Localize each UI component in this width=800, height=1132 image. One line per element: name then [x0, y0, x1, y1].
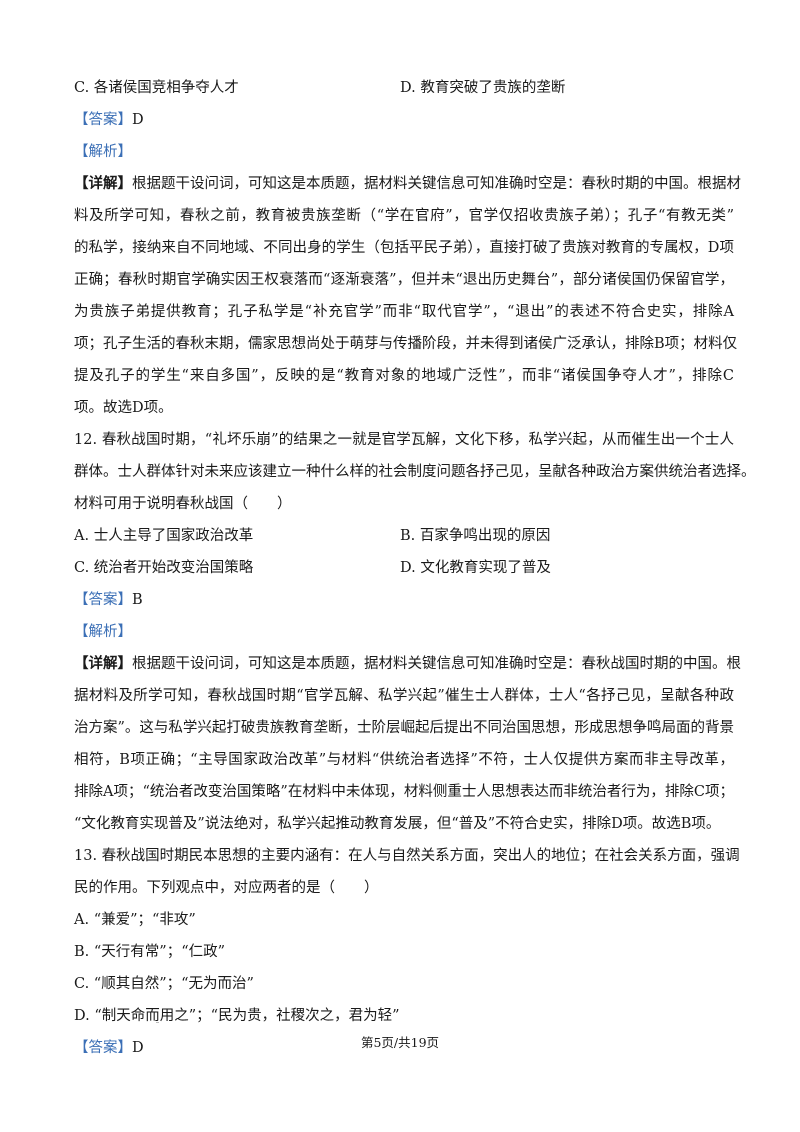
q13-option-c: C. “顺其自然”；“无为而治”	[74, 976, 254, 992]
q13-option-a: A. “兼爱”；“非攻”	[74, 912, 196, 928]
detail-line: 【详解】根据题干设问词，可知这是本质题，据材料关键信息可知准确时空是：春秋时期的…	[74, 175, 741, 192]
detail-line: 的私学，接纳来自不同地域、不同出身的学生（包括平民子弟），直接打破了贵族对教育的…	[74, 240, 734, 256]
q11-options-cd: C. 各诸侯国竞相争夺人才 D. 教育突破了贵族的垄断	[74, 72, 734, 104]
detail-tag: 【详解】	[74, 655, 132, 672]
q11-analysis: 【解析】	[74, 136, 734, 168]
q12-stem: 12. 春秋战国时期，“礼坏乐崩”的结果之一就是官学瓦解，文化下移，私学兴起，从…	[74, 424, 756, 520]
q12-detail: 【详解】根据题干设问词，可知这是本质题，据材料关键信息可知准确时空是：春秋战国时…	[74, 648, 741, 840]
q13-option-d: D. “制天命而用之”；“民为贵，社稷次之，君为轻”	[74, 1008, 400, 1024]
q13-option-b: B. “天行有常”；“仁政”	[74, 944, 226, 960]
q12-answer: 【答案】B	[74, 584, 734, 616]
analysis-tag: 【解析】	[74, 144, 132, 160]
answer-tag: 【答案】	[74, 1040, 132, 1056]
detail-line: 据材料及所学可知，春秋战国时期“官学瓦解、私学兴起”催生士人群体，士人“各抒己见…	[74, 688, 734, 704]
analysis-tag: 【解析】	[74, 624, 132, 640]
q11-option-d: D. 教育突破了贵族的垄断	[400, 80, 566, 96]
detail-line: 项。故选D项。	[74, 400, 173, 416]
stem-line: 民的作用。下列观点中，对应两者的是（ ）	[74, 880, 379, 896]
detail-line: 项；孔子生活的春秋末期，儒家思想尚处于萌芽与传播阶段，并未得到诸侯广泛承认，排除…	[74, 336, 738, 352]
detail-line: 为贵族子弟提供教育；孔子私学是“补充官学”而非“取代官学”，“退出”的表述不符合…	[74, 304, 734, 320]
q11-detail: 【详解】根据题干设问词，可知这是本质题，据材料关键信息可知准确时空是：春秋时期的…	[74, 168, 741, 424]
stem-line: 12. 春秋战国时期，“礼坏乐崩”的结果之一就是官学瓦解，文化下移，私学兴起，从…	[74, 432, 734, 448]
q13-answer: 【答案】D	[74, 1032, 734, 1064]
q11-option-c: C. 各诸侯国竞相争夺人才	[74, 80, 239, 96]
q12-option-b: B. 百家争鸣出现的原因	[400, 528, 551, 544]
q12-option-d: D. 文化教育实现了普及	[400, 560, 551, 576]
answer-value: D	[132, 112, 144, 128]
detail-line: 相符，B项正确；“主导国家政治改革”与材料“供统治者选择”不符，士人仅提供方案而…	[74, 752, 734, 768]
answer-value: B	[132, 592, 143, 608]
detail-line: 治方案”。这与私学兴起打破贵族教育垄断，士阶层崛起后提出不同治国思想，形成思想争…	[74, 720, 734, 736]
q12-analysis: 【解析】	[74, 616, 734, 648]
answer-tag: 【答案】	[74, 592, 132, 608]
detail-line: “文化教育实现普及”说法绝对，私学兴起推动教育发展，但“普及”不符合史实，排除D…	[74, 816, 721, 832]
document-page: C. 各诸侯国竞相争夺人才 D. 教育突破了贵族的垄断 【答案】D 【解析】 【…	[74, 72, 756, 1064]
stem-line: 13. 春秋战国时期民本思想的主要内涵有：在人与自然关系方面，突出人的地位；在社…	[74, 848, 740, 864]
stem-line: 群体。士人群体针对未来应该建立一种什么样的社会制度问题各抒己见，呈献各种政治方案…	[74, 464, 756, 480]
q12-options-ab: A. 士人主导了国家政治改革 B. 百家争鸣出现的原因	[74, 520, 734, 552]
q12-option-a: A. 士人主导了国家政治改革	[74, 528, 254, 544]
detail-line: 正确；春秋时期官学确实因王权衰落而“逐渐衰落”，但并未“退出历史舞台”，部分诸侯…	[74, 272, 734, 288]
detail-line: 【详解】根据题干设问词，可知这是本质题，据材料关键信息可知准确时空是：春秋战国时…	[74, 655, 741, 672]
answer-value: D	[132, 1040, 144, 1056]
divider-dot	[156, 1022, 159, 1023]
detail-tag: 【详解】	[74, 175, 132, 192]
stem-line: 材料可用于说明春秋战国（ ）	[74, 496, 292, 512]
q13-stem: 13. 春秋战国时期民本思想的主要内涵有：在人与自然关系方面，突出人的地位；在社…	[74, 840, 740, 904]
detail-line: 排除A项；“统治者改变治国策略”在材料中未体现，材料侧重士人思想表达而非统治者行…	[74, 784, 734, 800]
page-number: 第5页/共19页	[360, 1035, 440, 1050]
detail-line: 提及孔子的学生“来自多国”，反映的是“教育对象的地域广泛性”，而非“诸侯国争夺人…	[74, 368, 734, 384]
q11-answer: 【答案】D	[74, 104, 734, 136]
detail-line: 料及所学可知，春秋之前，教育被贵族垄断（“学在官府”，官学仅招收贵族子弟）；孔子…	[74, 208, 734, 224]
q12-option-c: C. 统治者开始改变治国策略	[74, 560, 254, 576]
q12-options-cd: C. 统治者开始改变治国策略 D. 文化教育实现了普及	[74, 552, 734, 584]
answer-tag: 【答案】	[74, 112, 132, 128]
